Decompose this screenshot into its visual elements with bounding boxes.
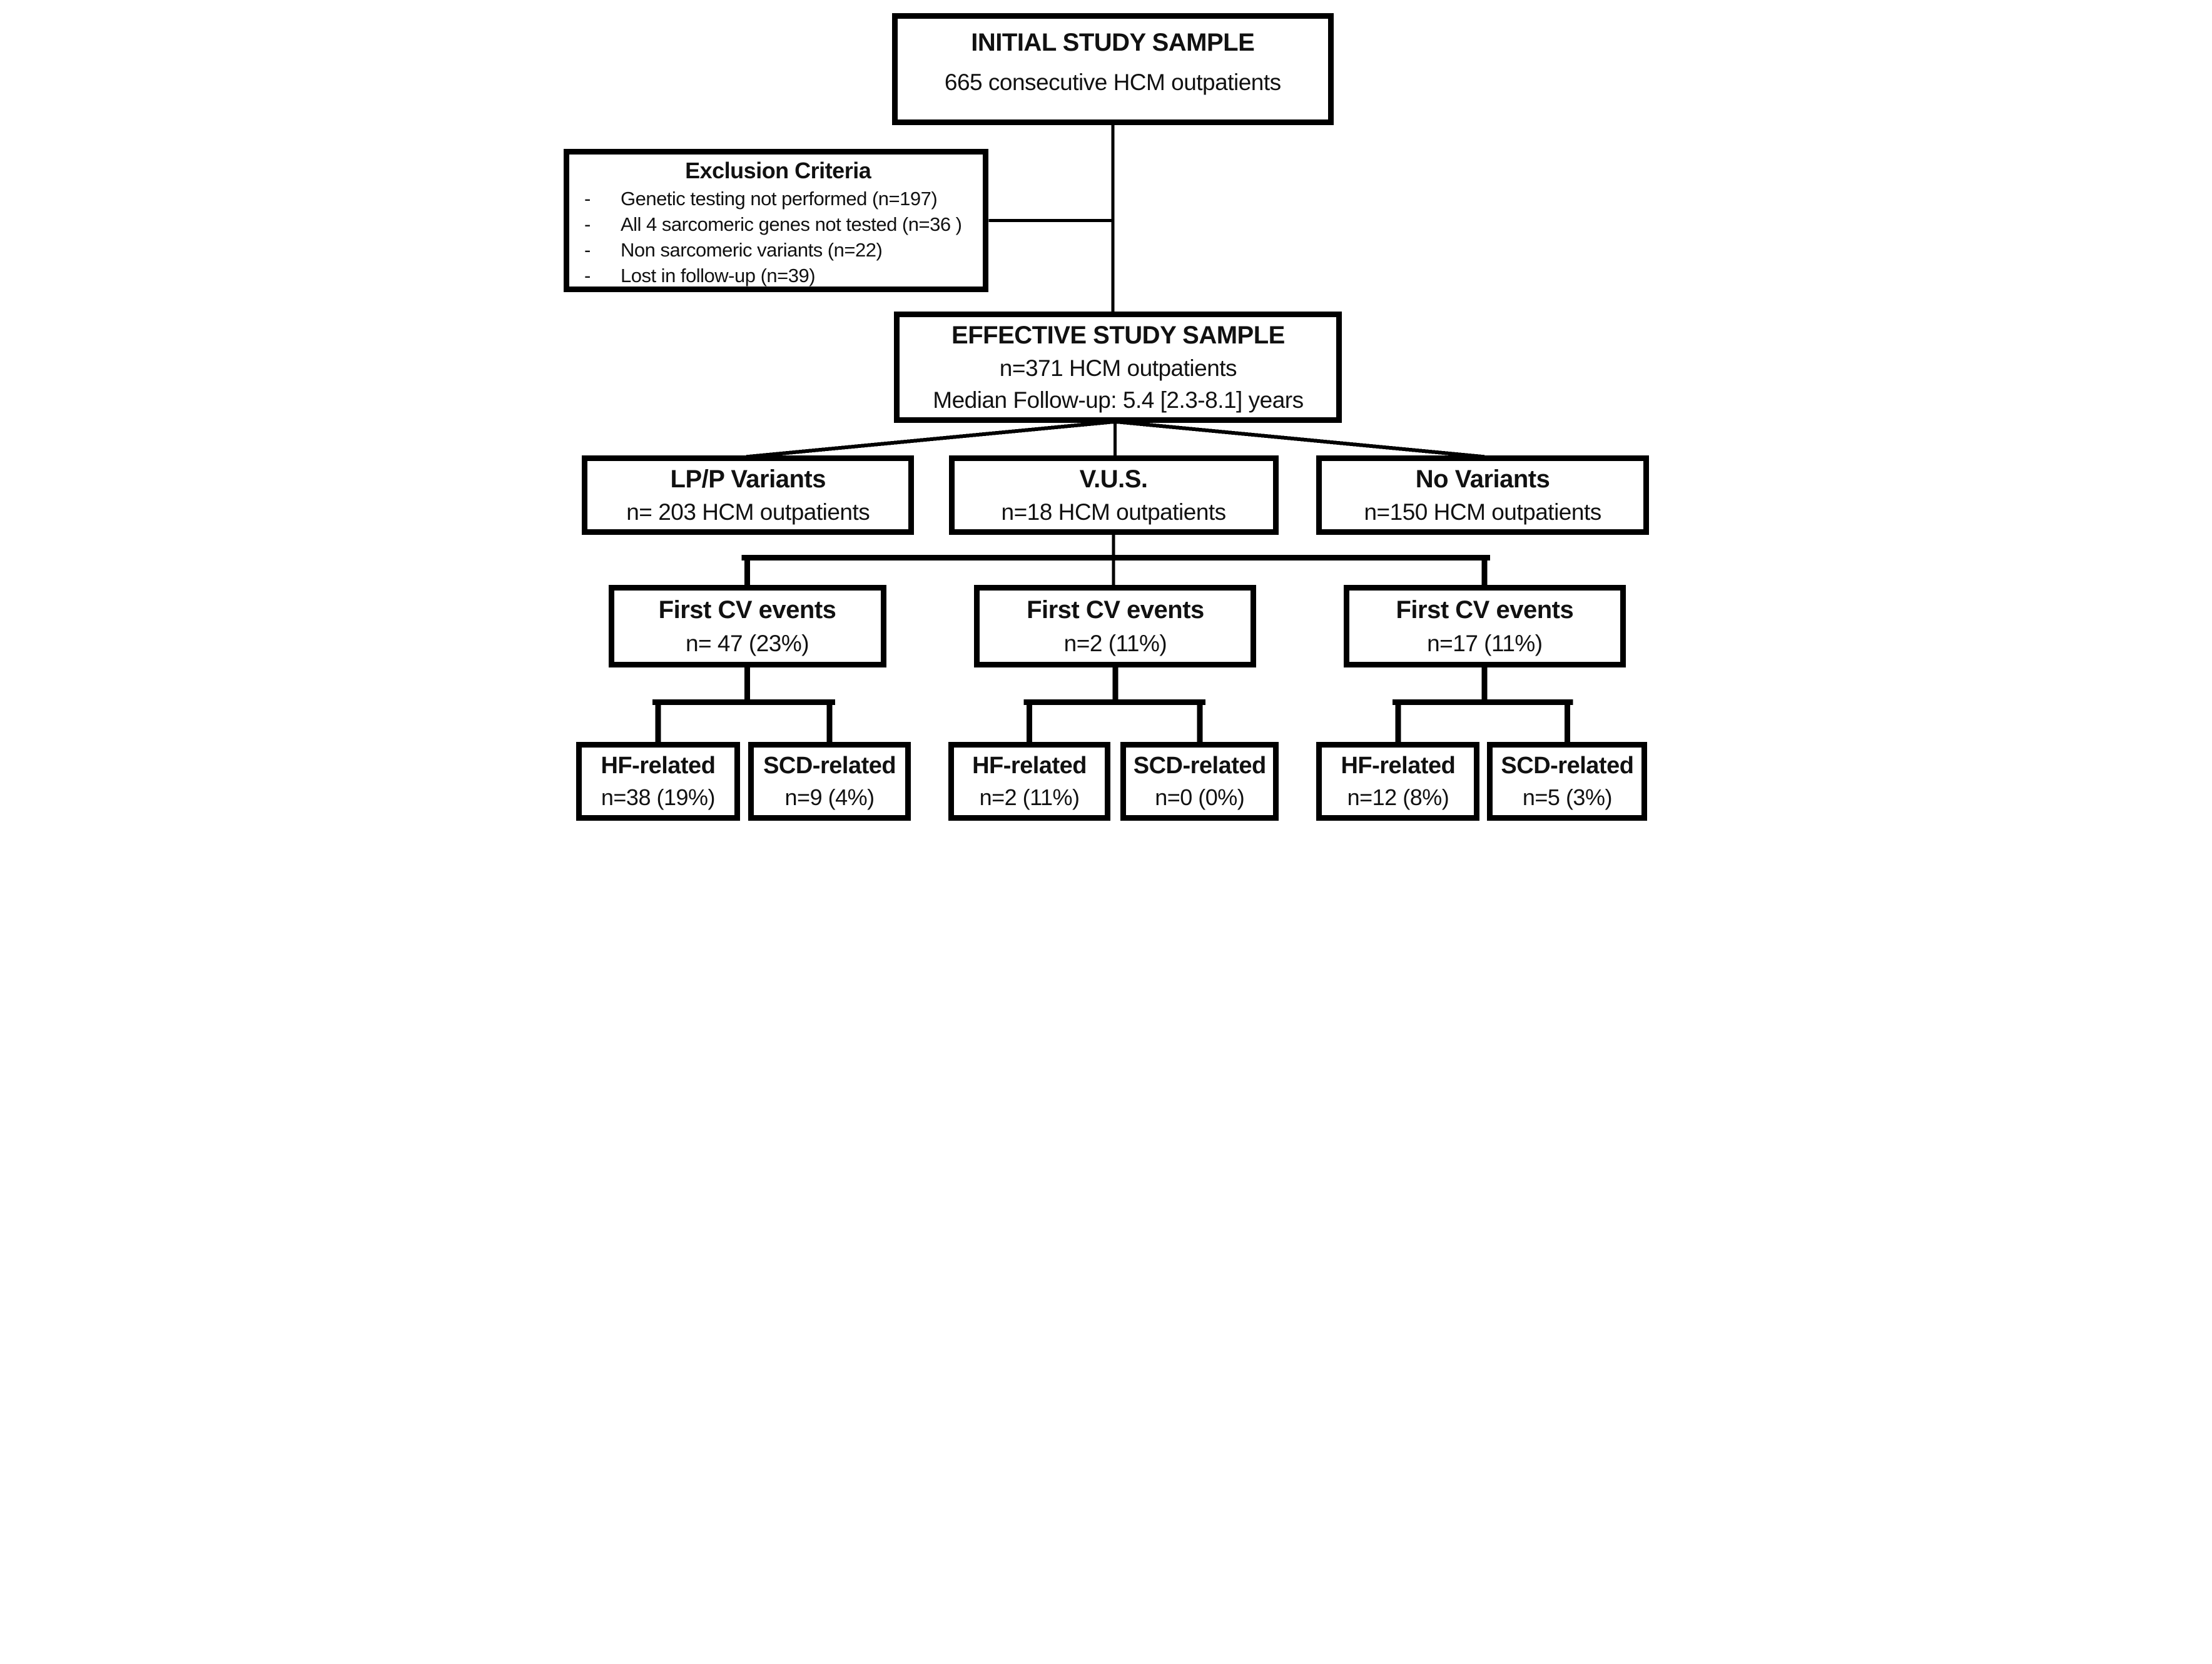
bullet-dash: - [584,213,591,236]
box-line: n=150 HCM outpatients [1364,499,1601,525]
box-title: SCD-related [1133,752,1267,779]
box-title: EFFECTIVE STUDY SAMPLE [951,321,1285,349]
connector-lines [652,124,1573,743]
exclusion-item-text: Non sarcomeric variants (n=22) [620,239,883,261]
exclusion-item: - All 4 sarcomeric genes not tested (n=3… [579,212,977,238]
box-title: INITIAL STUDY SAMPLE [971,29,1255,56]
box-title: HF-related [601,752,716,779]
box-line: n=2 (11%) [979,784,1080,810]
first-cv-events-no-variants-box: First CV events n=17 (11%) [1343,584,1626,668]
box-title: HF-related [972,752,1087,779]
hf-related-lpp-box: HF-related n=38 (19%) [576,741,740,821]
exclusion-item: - Lost in follow-up (n=39) [579,263,977,289]
box-title: Exclusion Criteria [685,157,871,183]
box-title: LP/P Variants [670,465,826,493]
exclusion-item-text: All 4 sarcomeric genes not tested (n=36 … [620,213,962,236]
box-title: First CV events [1396,596,1574,624]
box-line: n=5 (3%) [1522,784,1613,810]
box-title: SCD-related [763,752,896,779]
box-title: SCD-related [1501,752,1634,779]
box-line: 665 consecutive HCM outpatients [944,69,1281,95]
exclusion-criteria-box: Exclusion Criteria - Genetic testing not… [563,148,989,292]
box-line: n=371 HCM outpatients [999,355,1237,382]
vus-box: V.U.S. n=18 HCM outpatients [948,455,1279,535]
box-line: n=2 (11%) [1063,631,1167,657]
box-line: n= 203 HCM outpatients [626,499,870,525]
box-title: HF-related [1341,752,1456,779]
scd-related-vus-box: SCD-related n=0 (0%) [1120,741,1279,821]
exclusion-item-text: Lost in follow-up (n=39) [620,265,816,287]
box-title: V.U.S. [1079,465,1148,493]
box-line: n=12 (8%) [1347,784,1449,810]
scd-related-lpp-box: SCD-related n=9 (4%) [748,741,911,821]
exclusion-item: - Genetic testing not performed (n=197) [579,186,977,212]
lpp-variants-box: LP/P Variants n= 203 HCM outpatients [582,455,915,535]
box-line: n=38 (19%) [601,784,716,810]
box-line: n=9 (4%) [784,784,875,810]
box-title: First CV events [1027,596,1204,624]
hf-related-no-variants-box: HF-related n=12 (8%) [1316,741,1480,821]
first-cv-events-vus-box: First CV events n=2 (11%) [974,584,1257,668]
connector-effective-to-lpp [746,419,1117,459]
hf-related-vus-box: HF-related n=2 (11%) [948,741,1111,821]
box-title: No Variants [1415,465,1550,493]
box-line: n=0 (0%) [1155,784,1245,810]
box-title: First CV events [658,596,836,624]
exclusion-item-text: Genetic testing not performed (n=197) [620,188,938,210]
connector-effective-to-no-variants [1113,419,1485,459]
initial-study-sample-box: INITIAL STUDY SAMPLE 665 consecutive HCM… [891,13,1334,126]
box-line: n= 47 (23%) [685,631,809,657]
bullet-dash: - [584,188,591,210]
flow-diagram: INITIAL STUDY SAMPLE 665 consecutive HCM… [553,0,1659,832]
box-line: n=18 HCM outpatients [1001,499,1227,525]
scd-related-no-variants-box: SCD-related n=5 (3%) [1487,741,1648,821]
bullet-dash: - [584,265,591,287]
first-cv-events-lpp-box: First CV events n= 47 (23%) [608,584,886,668]
no-variants-box: No Variants n=150 HCM outpatients [1316,455,1650,535]
box-line: n=17 (11%) [1427,631,1543,657]
exclusion-item: - Non sarcomeric variants (n=22) [579,238,977,263]
box-line: Median Follow-up: 5.4 [2.3-8.1] years [933,387,1304,413]
effective-study-sample-box: EFFECTIVE STUDY SAMPLE n=371 HCM outpati… [894,311,1342,424]
bullet-dash: - [584,239,591,261]
